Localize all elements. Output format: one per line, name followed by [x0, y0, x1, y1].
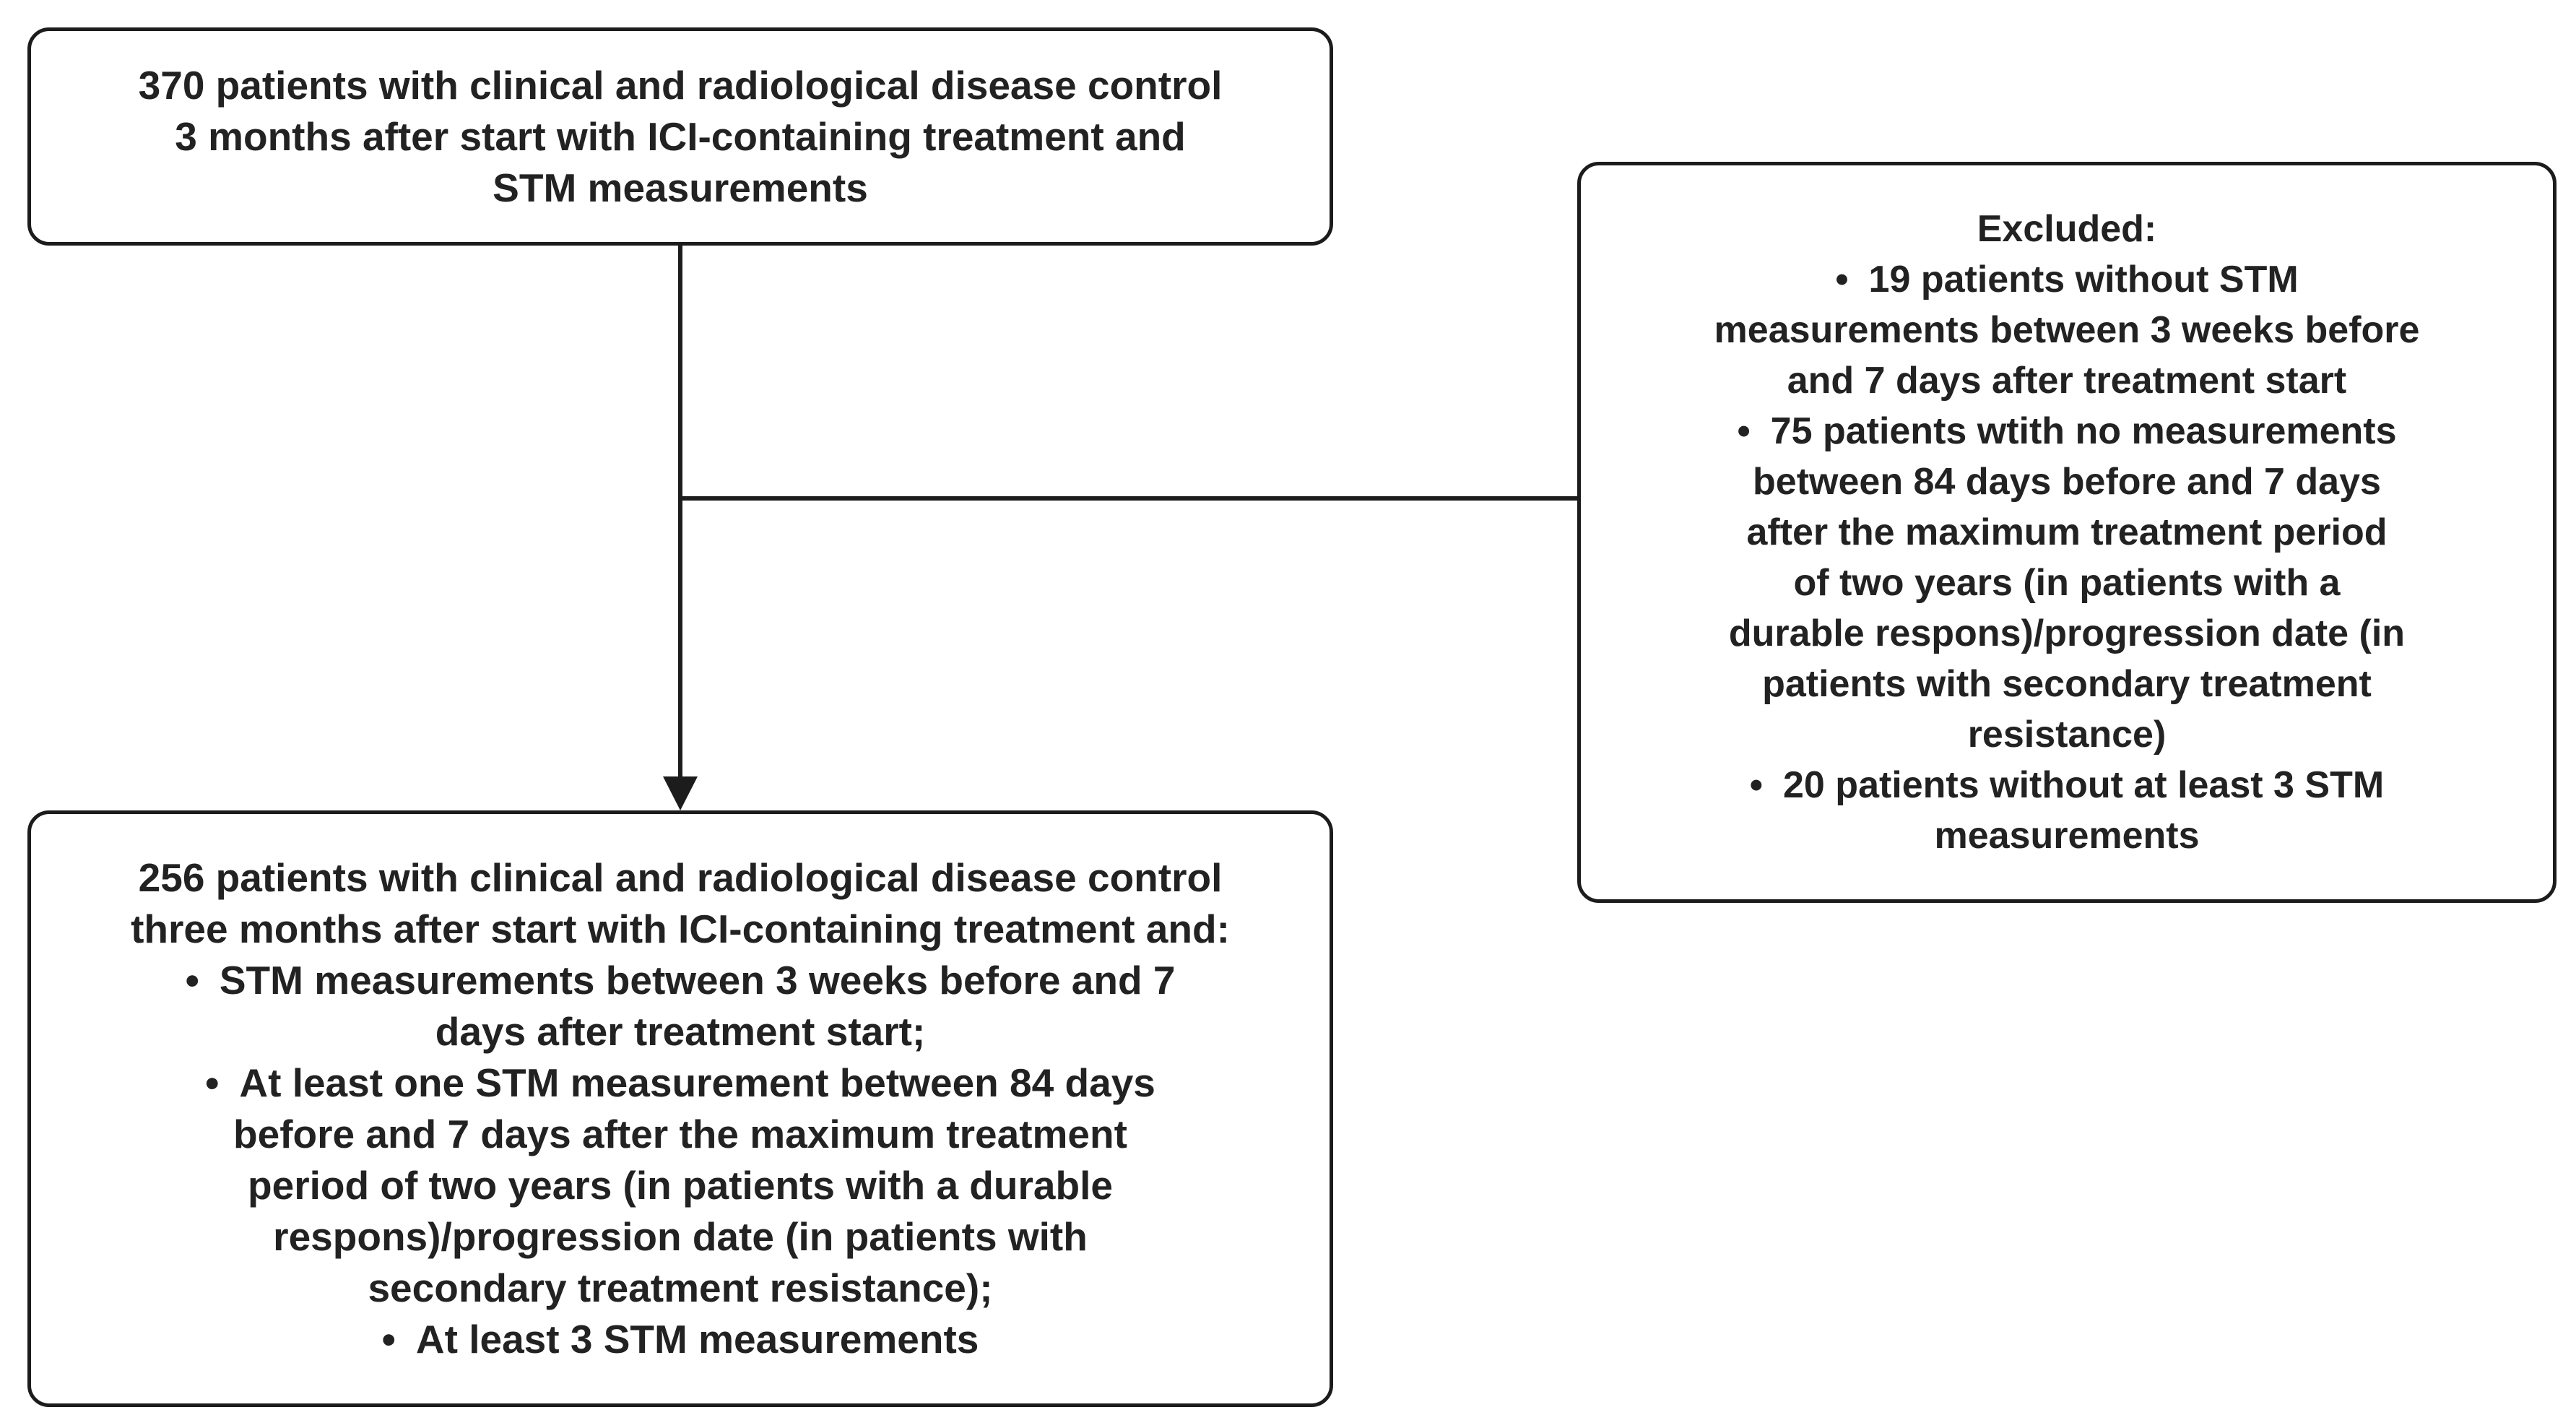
excluded-item: • 75 patients wtith no measurements betwe…	[1714, 406, 2420, 760]
excluded-item-text: 20 patients without at least 3 STM	[1783, 764, 2385, 806]
excluded-list: • 19 patients without STM measurements be…	[1714, 254, 2420, 861]
excluded-item-line: after the maximum treatment period	[1746, 511, 2388, 553]
final-cohort-intro-line: three months after start with ICI-contai…	[131, 906, 1230, 951]
final-cohort-box: 256 patients with clinical and radiologi…	[27, 810, 1333, 1407]
excluded-item-line: between 84 days before and 7 days	[1753, 461, 2381, 503]
excluded-item-line: patients with secondary treatment	[1762, 663, 2372, 705]
criteria-item: • At least one STM measurement between 84…	[186, 1057, 1176, 1314]
excluded-item-line: • 20 patients without at least 3 STM	[1714, 760, 2420, 810]
bullet-icon: •	[1749, 764, 1764, 806]
excluded-item: • 20 patients without at least 3 STM meas…	[1714, 760, 2420, 861]
excluded-item-text: 19 patients without STM	[1868, 259, 2299, 300]
initial-cohort-line: STM measurements	[493, 165, 868, 210]
bullet-icon: •	[381, 1317, 396, 1362]
excluded-box: Excluded: • 19 patients without STM measu…	[1577, 162, 2557, 903]
final-cohort-intro-line: 256 patients with clinical and radiologi…	[138, 855, 1223, 900]
bullet-icon: •	[205, 1060, 220, 1105]
excluded-item-line: • 75 patients wtith no measurements	[1714, 406, 2420, 456]
criteria-item-text: At least 3 STM measurements	[415, 1317, 979, 1362]
initial-cohort-line: 370 patients with clinical and radiologi…	[138, 62, 1223, 108]
criteria-item-line: • At least 3 STM measurements	[186, 1314, 1176, 1365]
excluded-item-line: measurements	[1934, 815, 2200, 857]
criteria-item-line: secondary treatment resistance);	[368, 1265, 993, 1310]
excluded-item-line: of two years (in patients with a	[1793, 562, 2341, 604]
excluded-item-line: and 7 days after treatment start	[1787, 360, 2347, 402]
criteria-item-line: respons)/progression date (in patients w…	[273, 1214, 1088, 1259]
excluded-item-line: resistance)	[1967, 714, 2167, 756]
excluded-item: • 19 patients without STM measurements be…	[1714, 254, 2420, 406]
criteria-item-line: days after treatment start;	[435, 1009, 926, 1054]
criteria-item-text: STM measurements between 3 weeks before …	[219, 958, 1176, 1003]
bullet-icon: •	[185, 958, 199, 1003]
criteria-item-line: • STM measurements between 3 weeks before…	[186, 955, 1176, 1006]
bullet-icon: •	[1737, 410, 1751, 452]
criteria-item: • STM measurements between 3 weeks before…	[186, 955, 1176, 1057]
excluded-item-line: measurements between 3 weeks before	[1714, 309, 2420, 351]
final-cohort-criteria-list: • STM measurements between 3 weeks before…	[186, 955, 1176, 1365]
excluded-item-line: • 19 patients without STM	[1714, 254, 2420, 305]
criteria-item-line: before and 7 days after the maximum trea…	[233, 1112, 1127, 1156]
criteria-item-line: period of two years (in patients with a …	[248, 1163, 1113, 1208]
criteria-item-line: • At least one STM measurement between 84…	[186, 1057, 1176, 1109]
initial-cohort-box: 370 patients with clinical and radiologi…	[27, 27, 1333, 246]
bullet-icon: •	[1835, 259, 1849, 300]
initial-cohort-text: 370 patients with clinical and radiologi…	[139, 60, 1223, 214]
criteria-item: • At least 3 STM measurements	[186, 1314, 1176, 1365]
excluded-item-line: durable respons)/progression date (in	[1728, 613, 2406, 654]
main-flow-arrowhead	[663, 776, 698, 810]
criteria-item-text: At least one STM measurement between 84 …	[239, 1060, 1155, 1105]
excluded-item-text: 75 patients wtith no measurements	[1770, 410, 2397, 452]
excluded-heading: Excluded:	[1977, 208, 2157, 250]
initial-cohort-line: 3 months after start with ICI-containing…	[175, 113, 1186, 159]
